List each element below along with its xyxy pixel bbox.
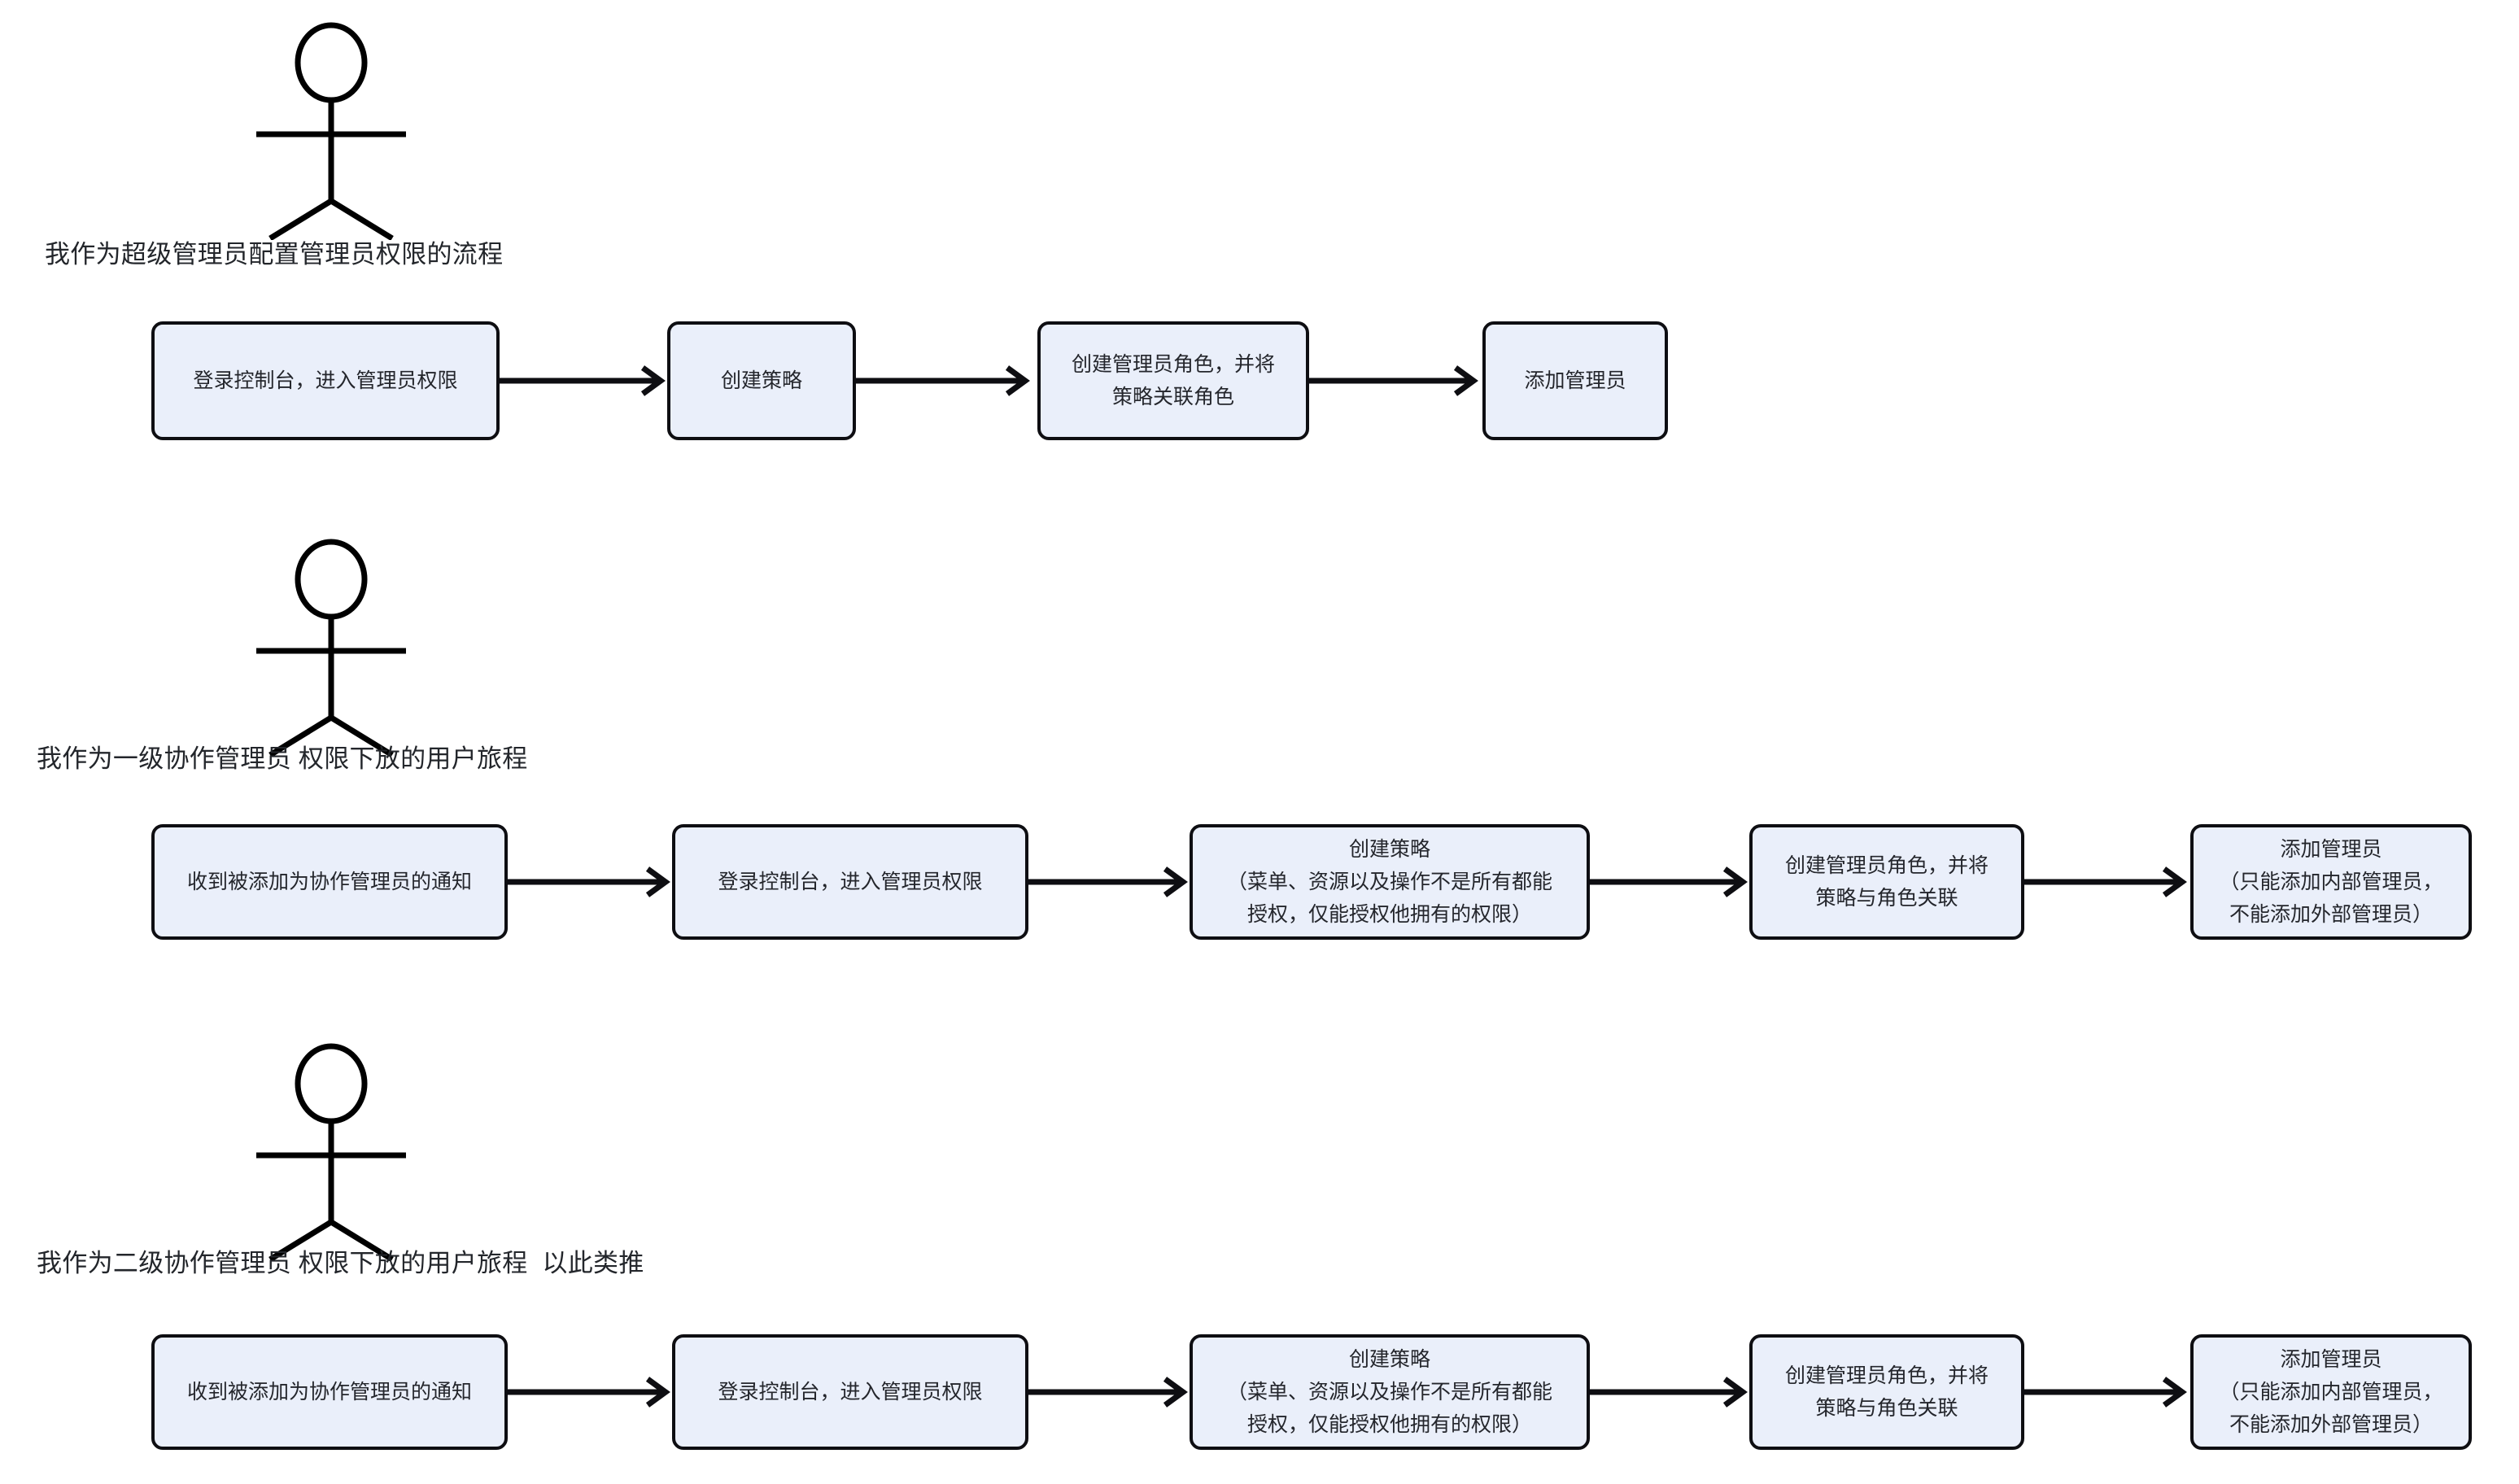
flow-node[interactable]: 登录控制台，进入管理员权限 bbox=[151, 321, 500, 440]
flow-node-label: 创建策略 （菜单、资源以及操作不是所有都能 授权，仅能授权他拥有的权限） bbox=[1226, 838, 1552, 926]
flow-node-label: 收到被添加为协作管理员的通知 bbox=[186, 1381, 472, 1403]
stick-figure-actor-icon bbox=[244, 1041, 423, 1261]
flow-arrow bbox=[856, 364, 1032, 397]
flow-node-label: 收到被添加为协作管理员的通知 bbox=[186, 871, 472, 893]
flow-node-label: 创建策略 （菜单、资源以及操作不是所有都能 授权，仅能授权他拥有的权限） bbox=[1226, 1348, 1552, 1436]
flow-arrow bbox=[2024, 866, 2189, 898]
flow-node-label: 登录控制台，进入管理员权限 bbox=[718, 1381, 983, 1403]
flow-node[interactable]: 创建策略 （菜单、资源以及操作不是所有都能 授权，仅能授权他拥有的权限） bbox=[1190, 824, 1590, 940]
stick-figure-actor-icon bbox=[244, 20, 423, 240]
section-caption-2: 我作为一级协作管理员 权限下放的用户旅程 bbox=[37, 744, 528, 773]
flow-node-label: 登录控制台，进入管理员权限 bbox=[193, 369, 458, 392]
flow-node[interactable]: 收到被添加为协作管理员的通知 bbox=[151, 1334, 508, 1450]
flow-node-label: 创建管理员角色，并将 策略关联角色 bbox=[1071, 353, 1275, 408]
flow-node[interactable]: 创建管理员角色，并将 策略与角色关联 bbox=[1749, 1334, 2024, 1450]
flow-arrow bbox=[1590, 1376, 1749, 1408]
flow-node[interactable]: 添加管理员 （只能添加内部管理员， 不能添加外部管理员） bbox=[2190, 824, 2472, 940]
flow-arrow bbox=[1028, 1376, 1190, 1408]
flow-arrow bbox=[508, 866, 672, 898]
flow-node[interactable]: 添加管理员 （只能添加内部管理员， 不能添加外部管理员） bbox=[2190, 1334, 2472, 1450]
flow-node[interactable]: 收到被添加为协作管理员的通知 bbox=[151, 824, 508, 940]
flow-arrow bbox=[500, 364, 667, 397]
flow-node-label: 登录控制台，进入管理员权限 bbox=[718, 871, 983, 893]
section-caption-3: 我作为二级协作管理员 权限下放的用户旅程 以此类推 bbox=[37, 1249, 644, 1277]
flow-arrow bbox=[2024, 1376, 2189, 1408]
flow-node-label: 创建管理员角色，并将 策略与角色关联 bbox=[1784, 1364, 1989, 1420]
flow-node[interactable]: 登录控制台，进入管理员权限 bbox=[672, 1334, 1028, 1450]
flow-node-label: 创建管理员角色，并将 策略与角色关联 bbox=[1784, 854, 1989, 910]
section-caption-1: 我作为超级管理员配置管理员权限的流程 bbox=[45, 240, 504, 268]
flow-node[interactable]: 创建管理员角色，并将 策略关联角色 bbox=[1037, 321, 1309, 440]
flow-node[interactable]: 添加管理员 bbox=[1482, 321, 1668, 440]
flow-arrow bbox=[1590, 866, 1749, 898]
flow-node-label: 添加管理员 （只能添加内部管理员， 不能添加外部管理员） bbox=[2219, 1348, 2443, 1436]
flow-node-label: 创建策略 bbox=[720, 369, 802, 392]
flow-node[interactable]: 创建策略 （菜单、资源以及操作不是所有都能 授权，仅能授权他拥有的权限） bbox=[1190, 1334, 1590, 1450]
flow-node-label: 添加管理员 （只能添加内部管理员， 不能添加外部管理员） bbox=[2219, 838, 2443, 926]
flow-node[interactable]: 创建策略 bbox=[667, 321, 856, 440]
stick-figure-actor-icon bbox=[244, 537, 423, 757]
flow-node-label: 添加管理员 bbox=[1524, 369, 1626, 392]
flow-arrow bbox=[508, 1376, 672, 1408]
flow-node[interactable]: 登录控制台，进入管理员权限 bbox=[672, 824, 1028, 940]
flow-arrow bbox=[1309, 364, 1480, 397]
flow-node[interactable]: 创建管理员角色，并将 策略与角色关联 bbox=[1749, 824, 2024, 940]
flow-arrow bbox=[1028, 866, 1190, 898]
